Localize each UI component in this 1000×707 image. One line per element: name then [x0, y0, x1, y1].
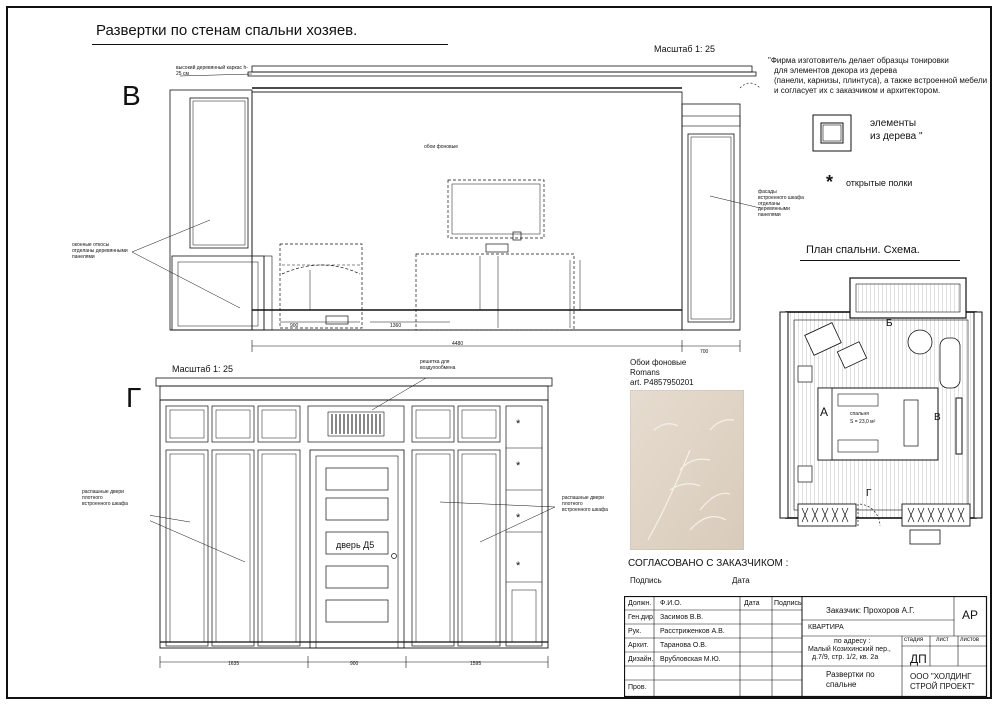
tb-address-line2: Малый Козихинский пер.,	[808, 646, 891, 653]
tb-row4-name: Врубловская М.Ю.	[660, 656, 721, 663]
plan-label-v: В	[934, 412, 941, 423]
tb-row6-role: Пров.	[628, 684, 647, 691]
tb-sheets-header: листов	[960, 637, 980, 643]
door-label: дверь Д5	[336, 540, 375, 550]
legend-star-text: открытые полки	[846, 178, 913, 188]
tb-sheet-header: лист	[936, 637, 949, 643]
scale-bottom: Масштаб 1: 25	[172, 364, 234, 374]
wall-g-grille-label: решетка для воздухообмена	[420, 359, 456, 371]
wall-b-left-panels-label: оконные откосы отделаны деревянными пане…	[72, 242, 128, 260]
tb-row2-name: Расстриженков А.В.	[660, 628, 725, 635]
sheet-title: Развертки по стенам спальни хозяев.	[96, 22, 358, 39]
wallpaper-sample	[630, 390, 744, 550]
tb-stage-header: стадия	[904, 637, 924, 643]
wall-g-left-doors-label: распашные двери плотного встроенного шка…	[82, 489, 128, 507]
tb-row2-role: Рук.	[628, 628, 642, 635]
plan-title: План спальни. Схема.	[806, 244, 920, 256]
legend-star-icon: *	[826, 172, 834, 192]
tb-row1-name: Засимов В.В.	[660, 614, 704, 621]
plan-room-area: S = 23,0 м²	[850, 419, 876, 425]
approval-sign: Подпись	[630, 576, 662, 585]
sheet-frame	[6, 6, 992, 699]
wall-b-dim-900: 900	[290, 323, 299, 329]
wall-g-letter: Г	[126, 382, 142, 413]
tb-drawing-name-line2: спальне	[826, 680, 857, 689]
shelf-mark-1: *	[516, 418, 521, 430]
title-underline	[92, 44, 448, 45]
wall-b-frame-label: высокий деревянный каркас h-25 см	[176, 65, 248, 77]
firm-note-line2: для элементов декора из дерева	[774, 66, 898, 75]
wall-g-dim-left: 1635	[228, 661, 240, 667]
firm-note-line3: (панели, карнизы, плинтуса), а также вст…	[774, 76, 988, 85]
wall-b-right-panels-label: фасады встроенного шкафа отделаны деревя…	[758, 189, 804, 218]
wall-b-elevation	[131, 65, 760, 352]
plan-label-a: А	[820, 405, 829, 419]
firm-note-line4: и согласует их с заказчиком и архитектор…	[774, 86, 941, 95]
wall-b-tv-label: обои фоновые	[424, 144, 459, 150]
tb-header-name: Ф.И.О.	[660, 600, 682, 607]
plan-label-g: Г	[866, 488, 872, 499]
plan-label-b: Б	[886, 318, 893, 329]
tb-row3-role: Архит.	[628, 642, 649, 649]
tb-header-sign: Подпись	[774, 600, 802, 607]
firm-note-line1: "Фирма изготовитель делает образцы тонир…	[768, 56, 949, 65]
tb-header-role: Должн.	[628, 600, 652, 607]
tb-doc-code: АР	[962, 608, 979, 622]
scale-top: Масштаб 1: 25	[654, 44, 716, 54]
tb-company-line1: ООО "ХОЛДИНГ	[910, 672, 972, 681]
plan-title-underline	[800, 260, 960, 261]
tb-stage: ДП	[910, 652, 927, 666]
wall-g-elevation	[150, 377, 556, 668]
tb-address-line3: д.7/9, стр. 1/2, кв. 2а	[812, 654, 879, 661]
tb-drawing-name-line1: Развертки по	[826, 670, 875, 679]
tb-header-date: Дата	[744, 600, 760, 607]
wallpaper-line2: Romans	[630, 368, 660, 377]
wallpaper-line1: Обои фоновые	[630, 358, 687, 367]
shelf-mark-4: *	[516, 560, 521, 572]
tb-customer: Заказчик: Прохоров А.Г.	[826, 606, 915, 615]
wood-legend-swatch	[812, 114, 852, 152]
legend-wood-line2: из дерева "	[870, 131, 923, 142]
wall-b-dim-cabinet: 700	[700, 349, 709, 355]
tb-company-line2: СТРОЙ ПРОЕКТ"	[910, 682, 975, 691]
bedroom-plan	[779, 277, 983, 545]
shelf-mark-3: *	[516, 512, 521, 524]
tb-row4-role: Дизайн.	[628, 656, 654, 663]
shelf-mark-2: *	[516, 460, 521, 472]
plan-room-name: спальня	[850, 411, 869, 417]
tb-row1-role: Ген.дир.	[628, 614, 655, 621]
approval-date: Дата	[732, 576, 750, 585]
title-block-grid	[624, 596, 988, 698]
tb-object: КВАРТИРА	[808, 624, 844, 631]
wall-b-dim-total: 4480	[452, 341, 464, 347]
legend-wood-line1: элементы	[870, 118, 917, 129]
wallpaper-line3: art. P4857950201	[630, 378, 694, 387]
tb-address-line1: по адресу :	[834, 638, 871, 645]
approval-title: СОГЛАСОВАНО С ЗАКАЗЧИКОМ :	[628, 558, 789, 569]
wall-b-letter: В	[122, 80, 141, 111]
wall-b-dim-1360: 1360	[390, 323, 402, 329]
wall-g-right-doors-label: распашные двери плотного встроенного шка…	[562, 495, 608, 513]
wall-g-dim-right: 1595	[470, 661, 482, 667]
wall-g-dim-door: 900	[350, 661, 359, 667]
tb-row3-name: Таранова О.В.	[660, 642, 707, 649]
